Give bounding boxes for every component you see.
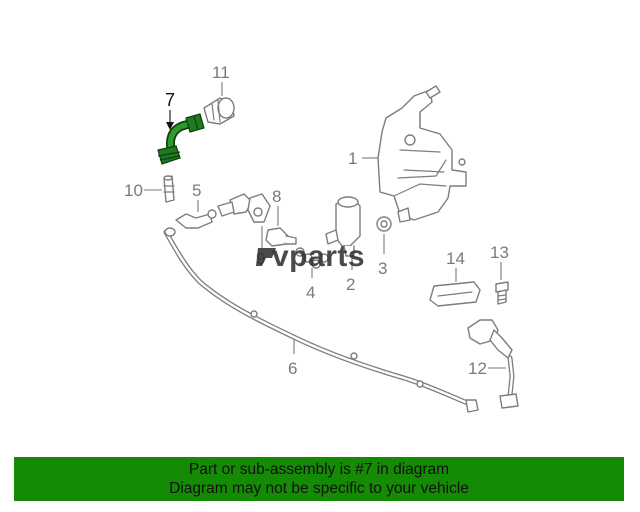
svg-text:1: 1	[348, 149, 357, 168]
callout-3: 3	[378, 234, 387, 278]
elbow-hose-part-7-highlighted[interactable]	[157, 113, 205, 165]
svg-text:14: 14	[446, 249, 465, 268]
svg-text:vparts: vparts	[272, 240, 365, 273]
hose-joint-part-5[interactable]	[175, 209, 217, 229]
bolt-part-13[interactable]	[495, 281, 509, 305]
elbow-connector-part-9[interactable]	[217, 193, 271, 223]
svg-text:2: 2	[346, 275, 355, 294]
check-valve-part-8[interactable]	[265, 227, 297, 247]
svg-text:5: 5	[192, 181, 201, 200]
callout-2: 2	[346, 258, 355, 294]
washer-pump-part-2[interactable]	[325, 196, 361, 257]
nozzle-assembly-part-12[interactable]	[467, 319, 519, 409]
svg-text:12: 12	[468, 359, 487, 378]
callout-12: 12	[468, 359, 506, 378]
callout-7-highlighted: 7	[165, 90, 175, 130]
svg-text:8: 8	[272, 187, 281, 206]
info-banner: Part or sub-assembly is #7 in diagram Di…	[14, 457, 624, 501]
banner-line-disclaimer: Diagram may not be specific to your vehi…	[169, 480, 469, 497]
vparts-watermark: vparts	[256, 240, 365, 273]
svg-text:4: 4	[306, 283, 315, 302]
connector-part-4[interactable]	[295, 247, 329, 269]
svg-text:6: 6	[288, 359, 297, 378]
banner-line-part-reference: Part or sub-assembly is #7 in diagram	[188, 461, 450, 478]
svg-text:3: 3	[378, 259, 387, 278]
callout-14: 14	[446, 249, 465, 282]
grommet-part-3[interactable]	[376, 216, 392, 232]
svg-text:11: 11	[212, 63, 230, 82]
callout-11: 11	[212, 63, 230, 96]
callout-8: 8	[272, 187, 281, 226]
callout-13: 13	[490, 243, 509, 280]
svg-text:7: 7	[165, 90, 175, 110]
callout-6: 6	[288, 340, 297, 378]
washer-cover-part-14[interactable]	[429, 281, 481, 307]
washer-hose-part-6[interactable]	[163, 227, 479, 413]
callout-4: 4	[306, 268, 315, 302]
callout-10: 10	[124, 181, 162, 200]
callout-1: 1	[348, 149, 378, 168]
svg-text:13: 13	[490, 243, 509, 262]
callout-5: 5	[192, 181, 201, 212]
clip-part-10[interactable]	[163, 175, 175, 203]
washer-reservoir-part-1[interactable]	[377, 85, 467, 223]
plug-part-11[interactable]	[203, 97, 235, 125]
svg-text:10: 10	[124, 181, 143, 200]
